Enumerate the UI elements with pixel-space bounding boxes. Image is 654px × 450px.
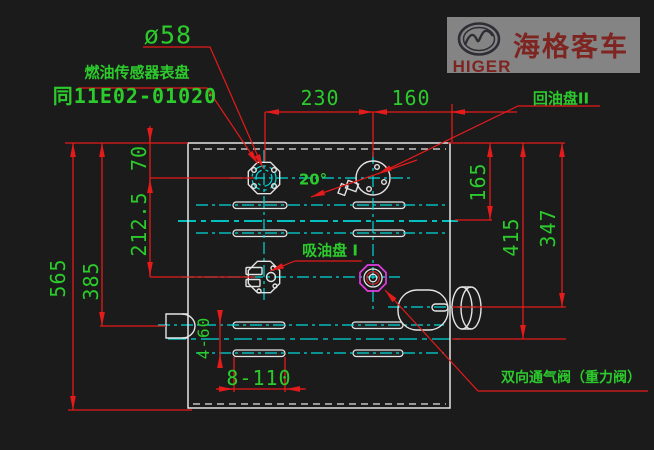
filler-neck <box>397 286 482 331</box>
higer-logo-emblem <box>457 22 501 56</box>
dim-212-5: 212.5 <box>127 191 151 257</box>
callout-vent-valve: 双向通气阀（重力阀） <box>501 370 641 386</box>
dim-415: 415 <box>499 217 523 257</box>
callout-sensor-name: 燃油传感器表盘 <box>84 63 190 82</box>
sensor-flange <box>247 161 281 195</box>
tank-outline <box>187 142 451 409</box>
dim-4-60: 4-60 <box>194 316 213 360</box>
vent-valve <box>359 264 387 292</box>
callout-return-port: 回油盘II <box>532 89 590 108</box>
dim-347: 347 <box>536 208 560 248</box>
higer-logo: 海格客车 HIGER <box>447 17 640 76</box>
dim-160: 160 <box>391 86 431 110</box>
dim-70: 70 <box>127 144 151 172</box>
logo-brand-en: HIGER <box>452 57 512 76</box>
dim-165: 165 <box>466 162 490 202</box>
angle-20-line <box>310 159 418 198</box>
callout-diameter: ø58 <box>143 20 193 50</box>
dim-8-110: 8-110 <box>226 366 292 390</box>
callout-suction-port: 吸油盘 I <box>302 241 358 260</box>
dim-385: 385 <box>79 261 103 301</box>
logo-brand-cn: 海格客车 <box>513 32 629 63</box>
centerlines <box>158 150 476 354</box>
callout-angle: 20° <box>298 170 328 189</box>
dimension-lines <box>65 104 566 411</box>
leader-lines <box>78 46 648 392</box>
dim-565: 565 <box>46 258 70 298</box>
mounting-boss <box>165 313 196 339</box>
dim-230: 230 <box>300 86 340 110</box>
callout-sensor-ref: 同11E02-01020 <box>52 84 218 108</box>
